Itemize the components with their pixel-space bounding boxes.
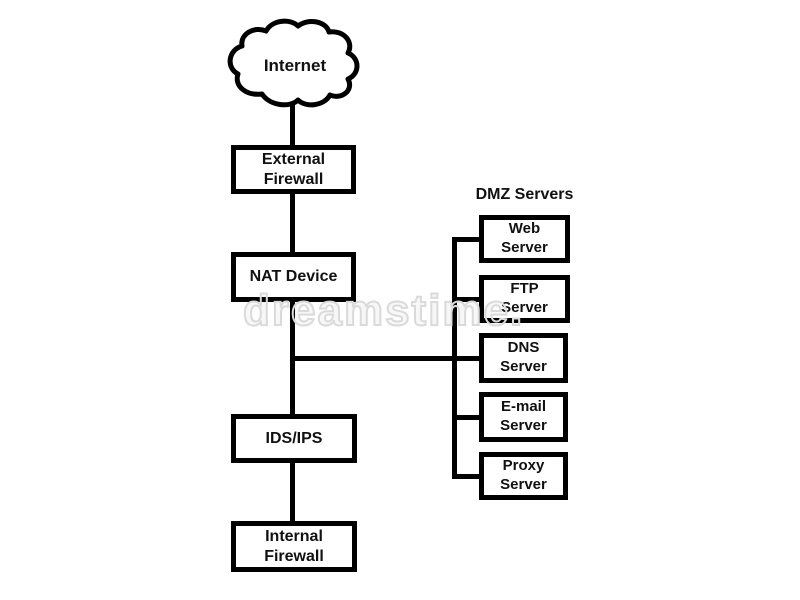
node-external-firewall: External Firewall bbox=[231, 145, 356, 194]
edge-internet-externalfirewall bbox=[290, 96, 295, 145]
node-ftp-server-label: FTP Server bbox=[501, 280, 548, 316]
node-web-server: Web Server bbox=[479, 215, 570, 263]
edge-idsips-internalfirewall bbox=[290, 462, 295, 522]
node-ids-ips: IDS/IPS bbox=[231, 414, 357, 463]
edge-natdevice-dmzbus bbox=[290, 356, 480, 361]
node-internal-firewall: Internal Firewall bbox=[231, 521, 357, 572]
edge-dmzbus-emailserver bbox=[452, 415, 480, 420]
edge-dmzbus-ftpserver bbox=[452, 297, 480, 302]
internet-cloud-shape bbox=[226, 18, 362, 110]
node-internal-firewall-label: Internal Firewall bbox=[264, 527, 324, 565]
node-dns-server-label: DNS Server bbox=[500, 339, 547, 375]
edge-dmzbus-webserver bbox=[452, 237, 480, 242]
edge-externalfirewall-natdevice bbox=[290, 193, 295, 253]
node-proxy-server: Proxy Server bbox=[479, 452, 568, 500]
dmz-servers-heading: DMZ Servers bbox=[475, 186, 574, 203]
node-proxy-server-label: Proxy Server bbox=[500, 457, 547, 493]
node-email-server: E-mail Server bbox=[479, 392, 568, 442]
dmz-bus-line bbox=[452, 237, 457, 479]
node-nat-device-label: NAT Device bbox=[249, 268, 338, 285]
node-external-firewall-label: External Firewall bbox=[261, 150, 326, 188]
node-web-server-label: Web Server bbox=[501, 220, 548, 256]
node-nat-device: NAT Device bbox=[231, 252, 356, 302]
cloud-outline bbox=[227, 18, 360, 108]
node-ftp-server: FTP Server bbox=[479, 275, 570, 323]
edge-dmzbus-proxyserver bbox=[452, 474, 480, 479]
node-ids-ips-label: IDS/IPS bbox=[265, 429, 323, 447]
node-email-server-label: E-mail Server bbox=[500, 398, 547, 434]
node-internet: Internet bbox=[263, 56, 327, 75]
node-dns-server: DNS Server bbox=[479, 333, 568, 383]
